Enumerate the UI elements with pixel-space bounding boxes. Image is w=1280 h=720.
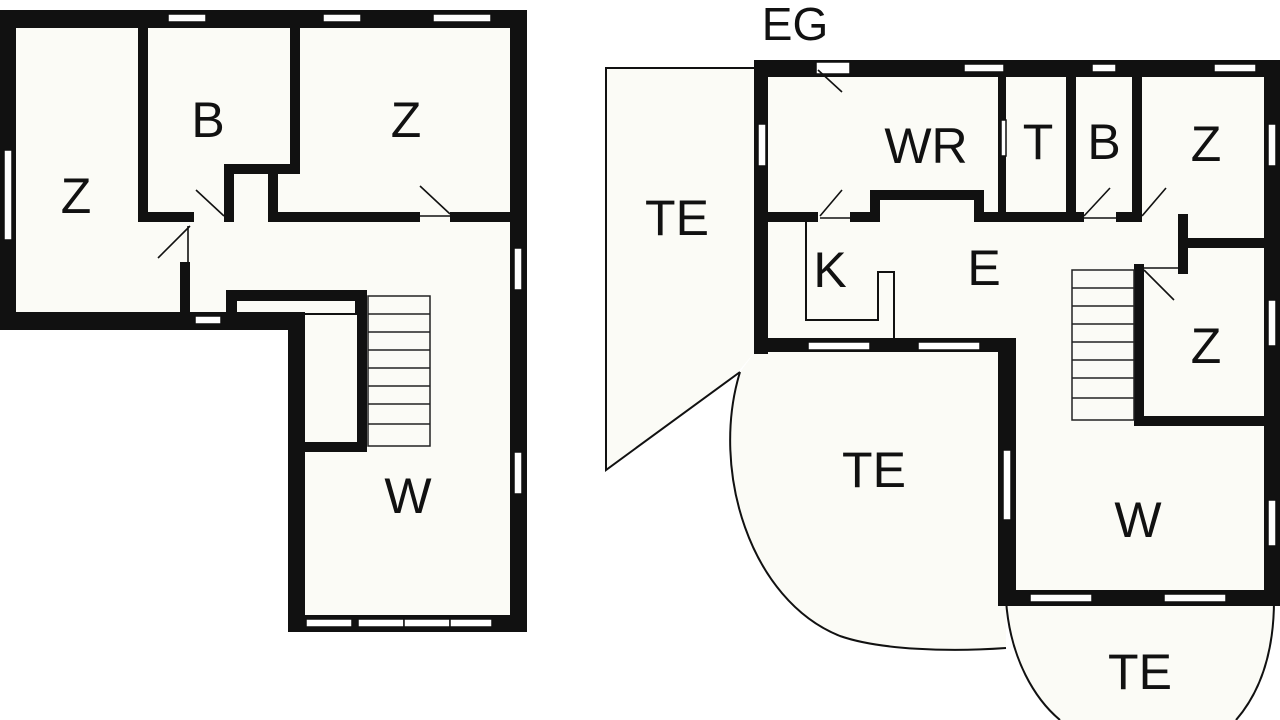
room-label-z: Z (1191, 318, 1222, 374)
terrace-left (606, 68, 758, 470)
wall (268, 212, 420, 222)
room-label-k: K (813, 242, 846, 298)
window (757, 123, 767, 167)
upper-floor-plan: Z B Z W (0, 10, 527, 632)
wall (226, 290, 366, 299)
wall (870, 190, 880, 222)
wall (1134, 264, 1144, 426)
terrace-center (730, 348, 1006, 650)
window (3, 149, 13, 241)
room-label-wr: WR (884, 118, 967, 174)
wall (510, 10, 527, 632)
room-label-t: T (1023, 114, 1054, 170)
wall (235, 299, 357, 315)
wall (224, 164, 300, 174)
wall (288, 312, 305, 632)
window (1000, 119, 1007, 157)
wall (357, 290, 367, 452)
wall (450, 212, 512, 222)
room-label-e: E (967, 240, 1000, 296)
window (432, 13, 492, 23)
room-label-z: Z (61, 168, 92, 224)
terrace-bottom (1006, 600, 1274, 720)
wall (180, 262, 190, 316)
window (513, 247, 523, 291)
kitchen-counter (805, 228, 895, 338)
window (322, 13, 362, 23)
room-label-w: W (1114, 492, 1162, 548)
room-label-te: TE (645, 190, 709, 246)
door (195, 189, 225, 217)
wall (296, 442, 367, 452)
ground-floor-plan: EG TE WR T B Z K E Z TE W TE (605, 0, 1280, 720)
room-label-z: Z (391, 92, 422, 148)
terrace-center-outline (729, 371, 1007, 651)
window (403, 618, 451, 628)
room-label-b: B (1087, 114, 1120, 170)
room-label-z: Z (1191, 116, 1222, 172)
room-label-b: B (191, 92, 224, 148)
window (963, 63, 1005, 73)
upper-floor-area (8, 16, 520, 628)
wall (268, 172, 278, 222)
wall (290, 26, 300, 172)
window (1267, 499, 1277, 547)
window (1267, 123, 1277, 167)
wall (1178, 238, 1268, 248)
window (194, 315, 222, 325)
door (157, 225, 191, 262)
window (1163, 593, 1227, 603)
wall (974, 212, 1084, 222)
window (807, 341, 871, 351)
wall (850, 212, 880, 222)
wall (138, 212, 194, 222)
wall (224, 164, 234, 222)
wall (1134, 416, 1268, 426)
wall (766, 212, 818, 222)
room-label-te: TE (1108, 644, 1172, 700)
wall (138, 26, 148, 218)
window (1213, 63, 1257, 73)
floor-label-eg: EG (762, 0, 828, 50)
wall (870, 190, 982, 200)
window (513, 451, 523, 495)
room-label-w: W (384, 468, 432, 524)
door (1083, 187, 1116, 219)
wall (226, 290, 235, 326)
door (1141, 187, 1167, 217)
window (167, 13, 207, 23)
entrance-door (815, 61, 851, 93)
staircase (1071, 269, 1135, 421)
window (1029, 593, 1093, 603)
wall (754, 60, 1280, 77)
window (1002, 449, 1012, 521)
wall (0, 10, 527, 28)
wall (974, 190, 984, 222)
window (357, 618, 405, 628)
window (1267, 299, 1277, 347)
wall (1132, 76, 1142, 222)
terrace-bottom-outline (1005, 599, 1275, 720)
door (419, 185, 451, 217)
wall (754, 60, 768, 354)
staircase (367, 295, 431, 447)
door (819, 189, 850, 219)
wall (1116, 212, 1140, 222)
window (305, 618, 353, 628)
room-label-te: TE (842, 442, 906, 498)
window (1091, 63, 1117, 73)
terrace-outline (605, 67, 758, 472)
wall (1066, 76, 1076, 222)
door (1143, 267, 1178, 301)
window (917, 341, 981, 351)
window (449, 618, 493, 628)
ground-floor-area (764, 68, 1276, 598)
